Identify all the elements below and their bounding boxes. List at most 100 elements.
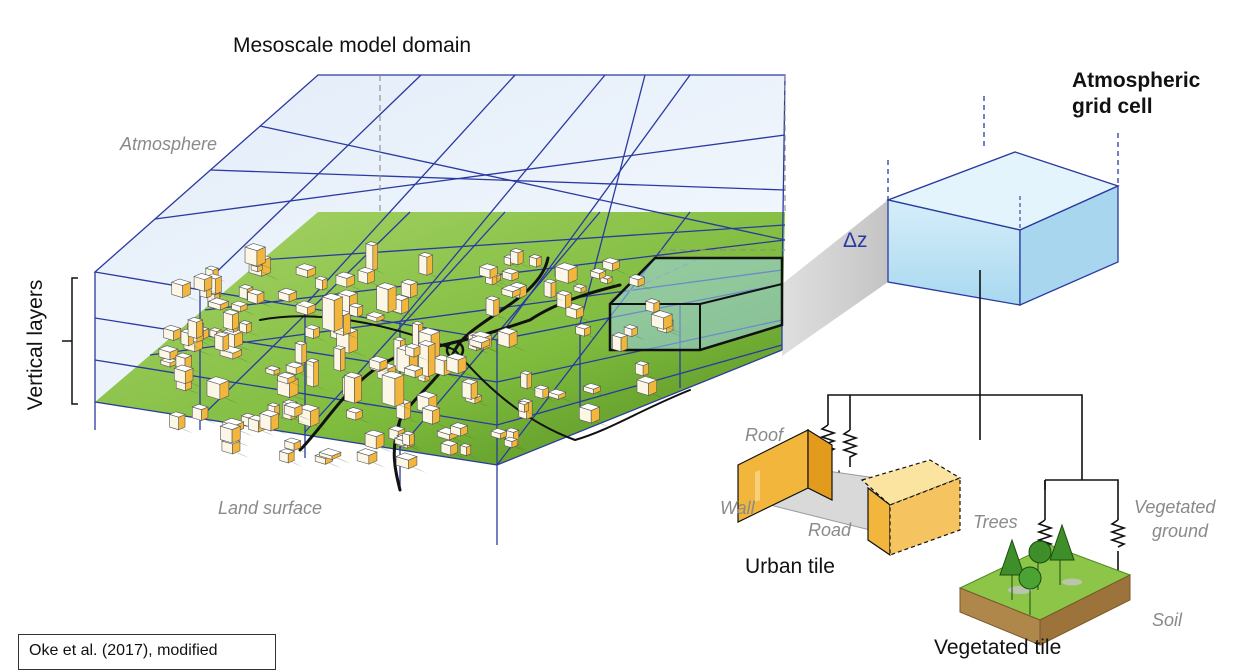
building xyxy=(238,320,260,337)
building xyxy=(519,370,540,393)
vegetated-tile-illustration xyxy=(958,523,1132,646)
building xyxy=(497,327,527,352)
building xyxy=(578,403,610,428)
building xyxy=(573,283,595,297)
wall-label: Wall xyxy=(720,498,755,518)
building xyxy=(314,275,336,294)
building xyxy=(276,371,305,388)
building xyxy=(634,360,657,380)
atmosphere-label: Atmosphere xyxy=(120,134,218,154)
building xyxy=(461,378,487,404)
building xyxy=(295,300,325,320)
building xyxy=(283,401,312,421)
building xyxy=(321,293,353,336)
building xyxy=(187,316,211,343)
building xyxy=(364,429,394,454)
building xyxy=(335,271,364,292)
building xyxy=(418,252,441,280)
building xyxy=(459,443,479,460)
building xyxy=(623,324,646,341)
building xyxy=(357,267,384,288)
building xyxy=(543,278,565,302)
grid-cell-label-line1: Atmospheric xyxy=(1072,69,1201,92)
building xyxy=(485,295,508,321)
delta-z-label: Δz xyxy=(843,229,868,252)
soil-label: Soil xyxy=(1152,610,1183,630)
building xyxy=(304,324,328,343)
vegetated-ground-label-line1: Vegetated xyxy=(1134,497,1216,517)
building xyxy=(294,340,315,368)
grid-cell-label-line2: grid cell xyxy=(1072,95,1153,118)
urban-tile-caption: Urban tile xyxy=(745,555,835,578)
building xyxy=(365,241,386,275)
building xyxy=(222,309,248,334)
urban-tile-illustration xyxy=(737,428,962,557)
building xyxy=(417,340,444,381)
building xyxy=(401,430,423,450)
building xyxy=(582,383,610,398)
building xyxy=(547,388,575,404)
building xyxy=(628,274,653,291)
diagram-title: Mesoscale model domain xyxy=(233,34,472,57)
building xyxy=(259,409,288,436)
building xyxy=(305,358,327,391)
building xyxy=(168,411,194,434)
road-label: Road xyxy=(808,520,852,540)
building xyxy=(404,343,429,362)
building xyxy=(534,384,557,403)
building xyxy=(574,323,600,341)
building xyxy=(478,263,507,283)
building xyxy=(356,448,387,469)
city-buildings xyxy=(158,241,682,473)
projection-beam xyxy=(782,200,888,356)
building xyxy=(285,361,313,379)
building xyxy=(400,278,427,302)
building xyxy=(421,404,449,429)
building xyxy=(246,288,273,308)
vertical-layers-brace xyxy=(62,277,78,405)
building xyxy=(375,282,406,317)
roof-label: Roof xyxy=(745,425,784,445)
vegetated-tile-caption: Vegetated tile xyxy=(934,636,1062,659)
building xyxy=(440,439,467,460)
building xyxy=(213,331,238,355)
building xyxy=(345,407,372,425)
building xyxy=(206,376,239,404)
building xyxy=(244,243,275,271)
building xyxy=(193,273,222,296)
building xyxy=(503,436,526,452)
citation-box: Oke et al. (2017), modified xyxy=(18,634,276,670)
vegetated-ground-label-line2: ground xyxy=(1152,521,1209,541)
building xyxy=(403,364,432,382)
building xyxy=(277,287,306,307)
trees-label: Trees xyxy=(973,512,1018,532)
building xyxy=(449,422,477,441)
land-surface-plane xyxy=(95,212,785,545)
building xyxy=(589,267,615,283)
building xyxy=(556,290,580,313)
building xyxy=(501,267,528,285)
building xyxy=(343,371,371,408)
building xyxy=(283,437,310,455)
building xyxy=(468,335,500,353)
building xyxy=(170,278,200,302)
building xyxy=(650,310,682,334)
vertical-layers-label: Vertical layers xyxy=(24,279,47,411)
building xyxy=(528,254,550,271)
land-surface-label: Land surface xyxy=(218,498,323,518)
building xyxy=(381,370,414,411)
atmospheric-grid-cell xyxy=(885,96,1120,306)
building xyxy=(230,300,256,316)
building xyxy=(554,262,587,288)
building xyxy=(318,448,351,464)
tree-icons xyxy=(999,523,1075,615)
building xyxy=(517,400,537,416)
building xyxy=(611,332,636,356)
building xyxy=(445,352,476,378)
building xyxy=(500,284,530,302)
resistance-network xyxy=(809,270,1127,575)
building xyxy=(278,448,303,467)
building xyxy=(395,452,427,473)
building xyxy=(173,364,203,388)
building xyxy=(191,403,217,425)
